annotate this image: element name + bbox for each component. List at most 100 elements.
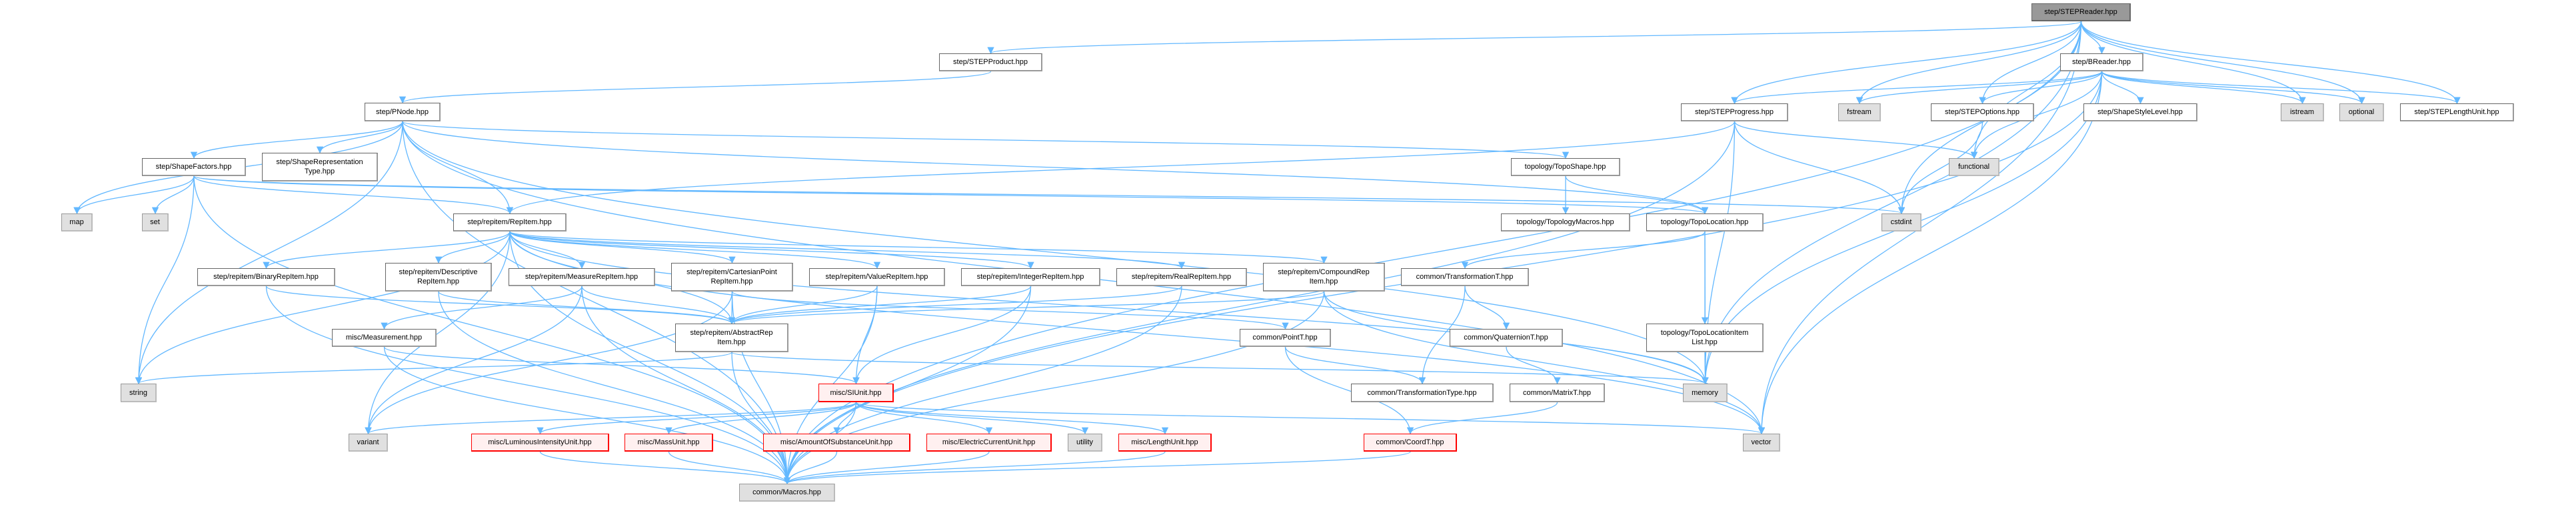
node-transformation-t[interactable]: common/TransformationT.hpp	[1401, 268, 1529, 286]
node-label: step/BReader.hpp	[2071, 58, 2131, 66]
node-set[interactable]: set	[142, 213, 169, 231]
edge-siunit-to-mass-unit	[665, 402, 857, 435]
edge-siunit-to-utility	[855, 402, 1089, 435]
node-integer-rep-item[interactable]: step/repitem/IntegerRepItem.hpp	[961, 268, 1100, 286]
edge-cartesian-point-rep-item-to-point-t	[731, 291, 1289, 330]
node-istream[interactable]: istream	[2281, 103, 2324, 121]
edge-pnode-to-shape-factors	[190, 121, 403, 159]
node-binary-rep-item[interactable]: step/repitem/BinaryRepItem.hpp	[197, 268, 335, 286]
node-matrix-t[interactable]: common/MatrixT.hpp	[1510, 384, 1605, 402]
edge-breader-to-stepoptions	[1979, 71, 2103, 105]
node-label: string	[129, 388, 147, 397]
node-siunit[interactable]: misc/SIUnit.hpp	[818, 384, 894, 402]
edge-rep-item-to-memory	[509, 231, 1709, 385]
node-label: topology/TopologyMacros.hpp	[1516, 218, 1614, 226]
node-functional[interactable]: functional	[1949, 158, 1999, 176]
node-topo-location[interactable]: topology/TopoLocation.hpp	[1646, 213, 1764, 231]
node-topo-location-item-list[interactable]: topology/TopoLocationItem List.hpp	[1646, 324, 1764, 352]
edge-pnode-to-topo-location	[402, 121, 1708, 215]
node-compound-rep-item[interactable]: step/repitem/CompoundRep Item.hpp	[1263, 263, 1385, 292]
node-label: step/repitem/RepItem.hpp	[467, 218, 552, 226]
node-luminous-intensity-unit[interactable]: misc/LuminousIntensityUnit.hpp	[471, 434, 609, 452]
edge-stepreader-to-macros	[783, 21, 2082, 485]
edge-shape-factors-to-string	[135, 175, 195, 385]
node-label: step/STEPLengthUnit.hpp	[2414, 108, 2499, 116]
node-vector[interactable]: vector	[1743, 434, 1780, 452]
node-fstream[interactable]: fstream	[1838, 103, 1881, 121]
node-real-rep-item[interactable]: step/repitem/RealRepItem.hpp	[1116, 268, 1247, 286]
edge-measurement-to-macros	[383, 346, 791, 485]
edge-compound-rep-item-to-abstract-rep-item	[728, 291, 1325, 325]
node-string[interactable]: string	[121, 384, 157, 402]
node-steplength-unit[interactable]: step/STEPLengthUnit.hpp	[2400, 103, 2514, 121]
node-stepoptions[interactable]: step/STEPOptions.hpp	[1931, 103, 2034, 121]
node-label: step/ShapeRepresentation Type.hpp	[276, 158, 363, 175]
node-stepproduct[interactable]: step/STEPProduct.hpp	[939, 53, 1042, 71]
node-value-rep-item[interactable]: step/repitem/ValueRepItem.hpp	[809, 268, 945, 286]
edge-siunit-to-length-unit	[855, 402, 1169, 435]
node-shape-style-level[interactable]: step/ShapeStyleLevel.hpp	[2083, 103, 2197, 121]
edge-luminous-intensity-unit-to-macros	[539, 451, 791, 485]
node-point-t[interactable]: common/PointT.hpp	[1240, 329, 1331, 347]
node-shape-factors[interactable]: step/ShapeFactors.hpp	[142, 158, 246, 176]
node-amount-of-substance-unit[interactable]: misc/AmountOfSubstanceUnit.hpp	[763, 434, 910, 452]
node-cartesian-point-rep-item[interactable]: step/repitem/CartesianPoint RepItem.hpp	[671, 263, 793, 292]
node-measurement[interactable]: misc/Measurement.hpp	[332, 329, 437, 347]
node-label: misc/ElectricCurrentUnit.hpp	[942, 438, 1036, 446]
edge-binary-rep-item-to-macros	[265, 286, 791, 485]
node-label: common/TransformationType.hpp	[1367, 388, 1477, 397]
node-label: step/PNode.hpp	[376, 107, 429, 116]
node-stepprogress[interactable]: step/STEPProgress.hpp	[1681, 103, 1788, 121]
edge-shape-factors-to-set	[151, 175, 195, 215]
node-pnode[interactable]: step/PNode.hpp	[365, 103, 441, 121]
edge-breader-to-vector	[1758, 71, 2103, 435]
node-breader[interactable]: step/BReader.hpp	[2060, 53, 2143, 71]
node-abstract-rep-item[interactable]: step/repitem/AbstractRep Item.hpp	[675, 324, 788, 352]
node-label: step/repitem/ValueRepItem.hpp	[825, 273, 928, 281]
node-label: functional	[1957, 163, 1990, 171]
node-measure-rep-item[interactable]: step/repitem/MeasureRepItem.hpp	[509, 268, 655, 286]
edge-stepreader-to-stepprogress	[1731, 21, 2082, 105]
node-label: common/TransformationT.hpp	[1416, 273, 1514, 281]
node-macros[interactable]: common/Macros.hpp	[739, 484, 835, 502]
node-label: map	[69, 218, 84, 226]
edge-value-rep-item-to-siunit	[852, 286, 878, 385]
edge-breader-to-steplength-unit	[2101, 71, 2461, 105]
node-memory[interactable]: memory	[1683, 384, 1728, 402]
edge-measure-rep-item-to-measurement	[381, 286, 583, 330]
edge-stepoptions-to-cstdint	[1898, 121, 1983, 215]
edge-rep-item-to-integer-rep-item	[509, 231, 1034, 270]
edge-pnode-to-memory	[402, 121, 1709, 385]
node-label: misc/LuminousIntensityUnit.hpp	[488, 438, 592, 446]
node-label: memory	[1692, 388, 1718, 397]
node-topology-macros[interactable]: topology/TopologyMacros.hpp	[1501, 213, 1630, 231]
node-map[interactable]: map	[61, 213, 93, 231]
node-transformation-type[interactable]: common/TransformationType.hpp	[1351, 384, 1494, 402]
edge-electric-current-unit-to-macros	[783, 451, 990, 485]
node-coord-t[interactable]: common/CoordT.hpp	[1364, 434, 1457, 452]
edge-pnode-to-rep-item	[402, 121, 514, 215]
edge-pnode-to-macros	[402, 121, 791, 485]
node-label: step/STEPProduct.hpp	[953, 58, 1028, 66]
node-cstdint[interactable]: cstdint	[1882, 213, 1922, 231]
node-rep-item[interactable]: step/repitem/RepItem.hpp	[453, 213, 567, 231]
node-electric-current-unit[interactable]: misc/ElectricCurrentUnit.hpp	[926, 434, 1052, 452]
node-optional[interactable]: optional	[2339, 103, 2384, 121]
node-utility[interactable]: utility	[1068, 434, 1102, 452]
node-topo-shape[interactable]: topology/TopoShape.hpp	[1511, 158, 1620, 176]
node-label: fstream	[1847, 108, 1872, 116]
node-label: common/PointT.hpp	[1252, 334, 1318, 342]
node-mass-unit[interactable]: misc/MassUnit.hpp	[625, 434, 713, 452]
node-variant[interactable]: variant	[349, 434, 388, 452]
node-shape-rep-type[interactable]: step/ShapeRepresentation Type.hpp	[262, 153, 378, 181]
node-label: topology/TopoLocation.hpp	[1660, 218, 1749, 226]
node-descriptive-rep-item[interactable]: step/repitem/Descriptive RepItem.hpp	[385, 263, 492, 292]
edge-siunit-to-vector	[855, 402, 1765, 435]
node-stepreader[interactable]: step/STEPReader.hpp	[2031, 3, 2131, 21]
edge-integer-rep-item-to-abstract-rep-item	[728, 286, 1032, 325]
node-length-unit[interactable]: misc/LengthUnit.hpp	[1118, 434, 1212, 452]
node-quaternion-t[interactable]: common/QuaternionT.hpp	[1450, 329, 1563, 347]
node-label: step/repitem/MeasureRepItem.hpp	[525, 273, 639, 281]
node-label: istream	[2289, 108, 2315, 116]
